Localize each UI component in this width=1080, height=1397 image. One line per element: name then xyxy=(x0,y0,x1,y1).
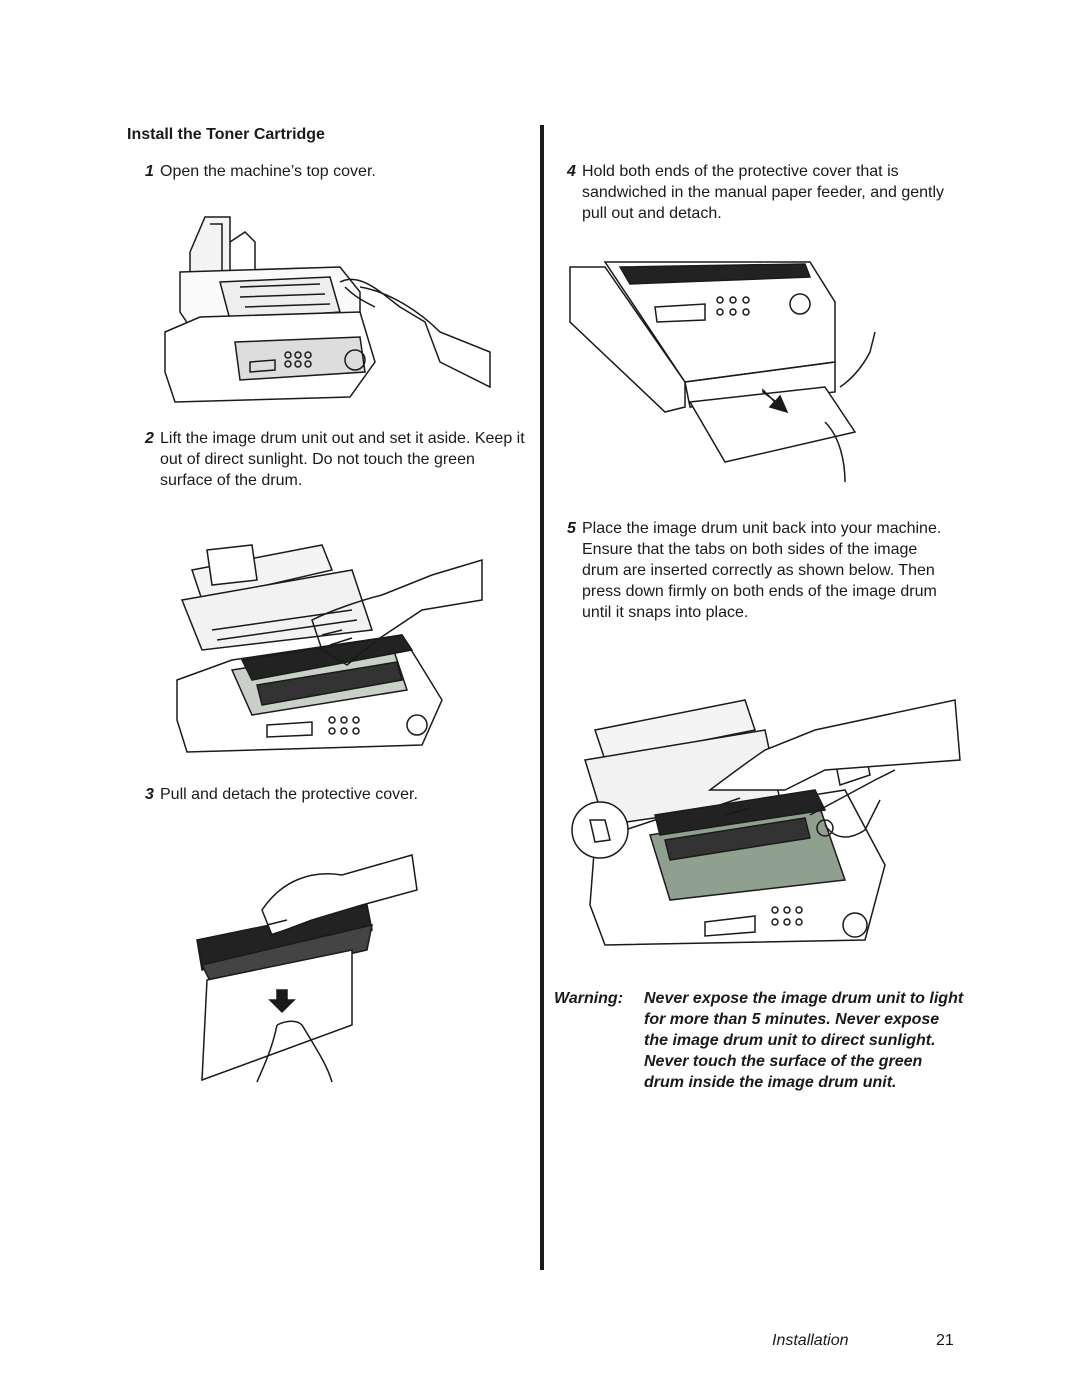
step-2: 2 Lift the image drum unit out and set i… xyxy=(145,428,525,491)
page-number: 21 xyxy=(936,1332,954,1349)
step-number: 4 xyxy=(567,163,576,180)
column-divider xyxy=(540,125,544,1270)
step-number: 3 xyxy=(145,786,154,803)
pull-paper-illustration xyxy=(565,262,875,482)
section-heading: Install the Toner Cartridge xyxy=(127,126,325,143)
warning-block: Warning: Never expose the image drum uni… xyxy=(554,988,964,1093)
step-number: 2 xyxy=(145,430,154,447)
step-3: 3 Pull and detach the protective cover. xyxy=(145,784,525,805)
fax-machine-open-cover-illustration xyxy=(160,212,495,412)
step-5: 5 Place the image drum unit back into yo… xyxy=(567,518,957,623)
step-text: Open the machine’s top cover. xyxy=(160,163,376,180)
protective-cover-illustration xyxy=(192,850,462,1085)
footer-section: Installation xyxy=(772,1332,849,1349)
step-1: 1 Open the machine’s top cover. xyxy=(145,161,525,182)
step-text: Place the image drum unit back into your… xyxy=(582,520,942,621)
step-number: 5 xyxy=(567,520,576,537)
step-text: Pull and detach the protective cover. xyxy=(160,786,418,803)
step-text: Lift the image drum unit out and set it … xyxy=(160,430,525,489)
step-number: 1 xyxy=(145,163,154,180)
insert-drum-illustration xyxy=(565,690,965,950)
step-text: Hold both ends of the protective cover t… xyxy=(582,163,945,222)
step-4: 4 Hold both ends of the protective cover… xyxy=(567,161,957,224)
warning-text: Never expose the image drum unit to ligh… xyxy=(644,990,964,1091)
warning-label: Warning: xyxy=(554,990,624,1007)
lift-drum-illustration xyxy=(172,540,492,755)
